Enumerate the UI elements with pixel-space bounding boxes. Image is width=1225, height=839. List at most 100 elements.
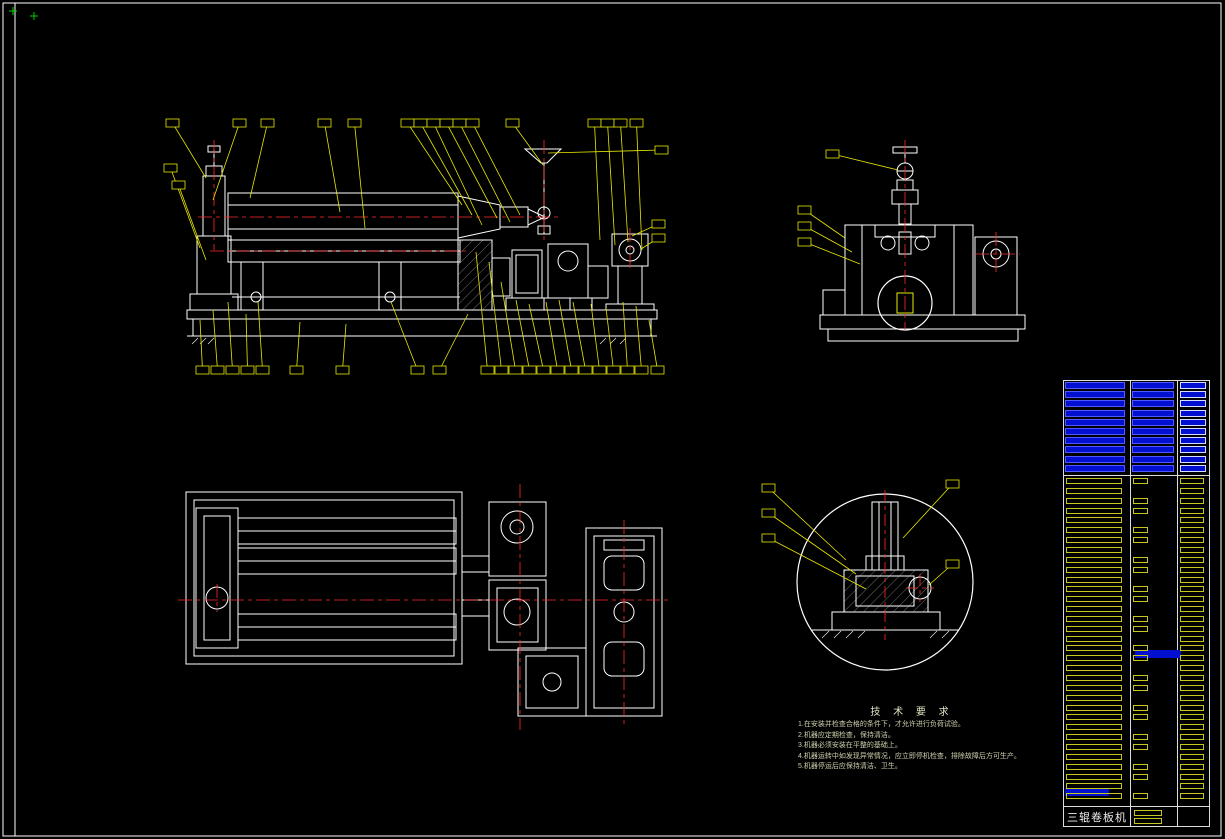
bom-row-line <box>1063 380 1210 381</box>
bom-cell <box>1180 391 1206 399</box>
part-balloon <box>592 365 607 375</box>
bom-cell <box>1066 546 1122 553</box>
oil-funnel <box>523 148 563 235</box>
bom-cell <box>1133 625 1148 632</box>
bom-cell <box>1132 418 1174 426</box>
bom-cell <box>1066 743 1122 750</box>
part-leaders <box>163 118 960 590</box>
leader-line <box>324 122 341 213</box>
leader-line <box>768 487 847 561</box>
front-view <box>186 140 658 345</box>
plan-left-housing <box>195 507 239 649</box>
leader-line <box>605 307 614 371</box>
part-balloon <box>335 365 350 375</box>
bom-cell <box>1133 684 1148 691</box>
part-balloon <box>240 365 255 375</box>
part-balloon <box>564 365 579 375</box>
bom-cell <box>1180 645 1204 652</box>
parts-list-table <box>1063 380 1210 827</box>
bom-cell <box>1132 391 1174 399</box>
bom-cell <box>1133 793 1148 800</box>
bom-cell <box>1133 655 1148 662</box>
leader-line <box>902 483 953 539</box>
bom-cell <box>1180 527 1204 534</box>
bom-cell <box>1133 527 1148 534</box>
leader-line <box>832 153 899 171</box>
bom-row-line <box>1063 475 1210 476</box>
part-balloon <box>650 365 665 375</box>
bom-cell <box>1066 556 1122 563</box>
bom-cell <box>1180 625 1204 632</box>
bom-cell <box>1133 734 1148 741</box>
leader-line <box>572 301 586 371</box>
drawing-title: 三辊卷板机 <box>1067 812 1127 824</box>
bom-cell <box>1066 714 1122 721</box>
part-balloon <box>195 365 210 375</box>
bom-cell <box>1133 497 1148 504</box>
leader-line <box>648 319 658 371</box>
bom-cell <box>1133 586 1148 593</box>
tech-requirements-title: 技 术 要 求 <box>870 707 954 718</box>
bom-cell <box>1066 566 1122 573</box>
part-balloon <box>317 118 332 128</box>
leader-line <box>172 122 207 179</box>
part-balloon <box>620 365 635 375</box>
bom-cell <box>1133 615 1148 622</box>
leader-line <box>212 122 240 201</box>
leader-line <box>212 309 218 371</box>
bom-cell <box>1180 497 1204 504</box>
leader-line <box>515 299 530 371</box>
leader-line <box>768 537 867 590</box>
bom-cell <box>1132 437 1174 445</box>
bom-cell <box>1180 556 1204 563</box>
bom-cell <box>1066 606 1122 613</box>
part-balloon <box>654 145 669 155</box>
leader-line <box>446 122 498 219</box>
part-balloon <box>260 118 275 128</box>
part-balloon <box>797 205 812 215</box>
leader-line <box>420 122 473 216</box>
bom-cell <box>1180 655 1204 662</box>
bom-cell <box>1180 684 1204 691</box>
part-balloon <box>578 365 593 375</box>
part-balloon <box>945 559 960 569</box>
leader-line <box>472 122 521 216</box>
part-balloon <box>480 365 495 375</box>
bom-cell <box>1065 437 1125 445</box>
leader-line <box>620 122 629 243</box>
bom-cell <box>1066 773 1122 780</box>
part-balloon <box>613 118 628 128</box>
leader-line <box>622 301 628 371</box>
bom-cell <box>1180 724 1204 731</box>
leader-line <box>475 251 488 371</box>
plan-view <box>178 484 672 730</box>
end-view-centerlines <box>904 140 1020 330</box>
bom-cell <box>1180 400 1206 408</box>
bom-cell <box>1180 455 1206 463</box>
end-view <box>819 140 1026 342</box>
bom-cell <box>1133 556 1148 563</box>
bom-cell <box>1180 566 1204 573</box>
bom-cell <box>1180 763 1204 770</box>
leader-line <box>768 512 857 575</box>
bom-column-line <box>1130 380 1131 827</box>
front-view-centerlines <box>198 140 631 272</box>
part-balloon <box>761 508 776 518</box>
bom-highlight-bar <box>1065 788 1109 796</box>
bom-cell <box>1066 753 1122 760</box>
part-balloon <box>945 479 960 489</box>
leader-line <box>170 167 201 249</box>
part-balloon <box>165 118 180 128</box>
leader-line <box>433 122 483 226</box>
bom-cell <box>1180 675 1204 681</box>
leader-line <box>607 122 616 246</box>
leader-line <box>342 323 347 371</box>
bom-cell <box>1066 478 1122 484</box>
bom-cell <box>1133 743 1148 750</box>
part-balloon <box>452 118 467 128</box>
bom-cell <box>1180 586 1204 593</box>
bom-cell <box>1133 675 1148 681</box>
bom-cell <box>1180 734 1204 741</box>
part-balloon <box>232 118 247 128</box>
